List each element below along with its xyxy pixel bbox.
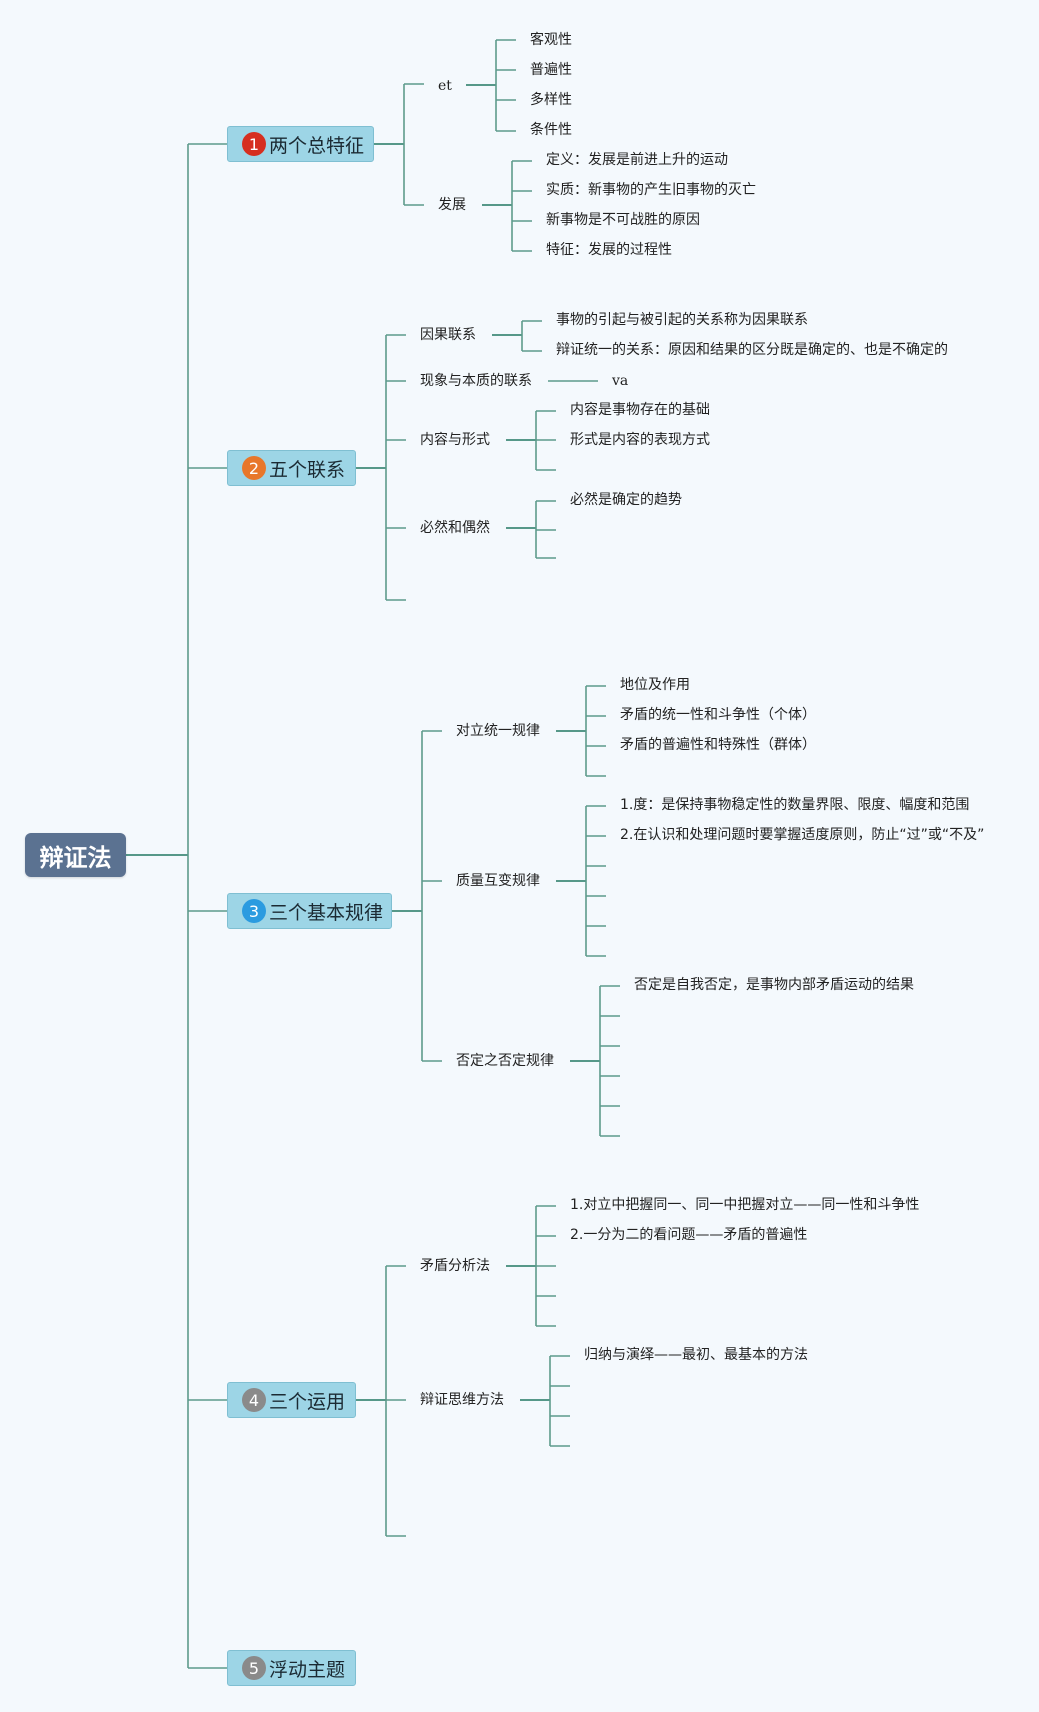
subtopic-negation-of-negation[interactable]: 否定之否定规律: [456, 1053, 554, 1069]
root-label: 辩证法: [39, 843, 112, 872]
topic-two-features[interactable]: 1 两个总特征: [227, 126, 374, 162]
leaf-item[interactable]: 定义：发展是前进上升的运动: [546, 152, 728, 168]
leaf-item[interactable]: 客观性: [530, 32, 572, 48]
leaf-item[interactable]: 新事物是不可战胜的原因: [546, 212, 700, 228]
number-badge-icon: 3: [242, 899, 266, 923]
leaf-item[interactable]: 2.一分为二的看问题——矛盾的普遍性: [570, 1227, 808, 1243]
leaf-item[interactable]: 特征：发展的过程性: [546, 242, 672, 258]
leaf-item[interactable]: 矛盾的普遍性和特殊性（群体）: [620, 737, 816, 753]
topic-label: 三个运用: [269, 1390, 346, 1413]
topic-label: 两个总特征: [269, 134, 365, 157]
subtopic-et[interactable]: et: [438, 78, 452, 94]
leaf-item[interactable]: va: [612, 373, 629, 389]
number-badge-icon: 1: [242, 132, 266, 156]
number-badge-icon: 5: [242, 1656, 266, 1680]
subtopic-dialectical-thinking[interactable]: 辩证思维方法: [420, 1392, 504, 1408]
topic-label: 浮动主题: [269, 1658, 346, 1681]
leaf-item[interactable]: 地位及作用: [620, 677, 690, 693]
subtopic-unity-of-opposites[interactable]: 对立统一规律: [456, 723, 540, 739]
leaf-item[interactable]: 1.度：是保持事物稳定性的数量界限、限度、幅度和范围: [620, 797, 970, 813]
leaf-item[interactable]: 形式是内容的表现方式: [570, 432, 710, 448]
subtopic-phenomenon-essence[interactable]: 现象与本质的联系: [420, 373, 532, 389]
topic-three-laws[interactable]: 3 三个基本规律: [227, 893, 392, 929]
topic-label: 三个基本规律: [269, 901, 384, 924]
leaf-item[interactable]: 辩证统一的关系：原因和结果的区分既是确定的、也是不确定的: [556, 342, 948, 358]
subtopic-contradiction-analysis[interactable]: 矛盾分析法: [420, 1258, 490, 1274]
leaf-item[interactable]: 实质：新事物的产生旧事物的灭亡: [546, 182, 756, 198]
leaf-item[interactable]: 否定是自我否定，是事物内部矛盾运动的结果: [634, 977, 914, 993]
leaf-item[interactable]: 矛盾的统一性和斗争性（个体）: [620, 707, 816, 723]
subtopic-causality[interactable]: 因果联系: [420, 327, 476, 343]
leaf-item[interactable]: 2.在认识和处理问题时要掌握适度原则，防止“过”或“不及”: [620, 827, 985, 843]
leaf-item[interactable]: 内容是事物存在的基础: [570, 402, 710, 418]
number-badge-icon: 4: [242, 1388, 266, 1412]
subtopic-development[interactable]: 发展: [438, 197, 466, 213]
subtopic-content-form[interactable]: 内容与形式: [420, 432, 490, 448]
leaf-item[interactable]: 条件性: [530, 122, 572, 138]
leaf-item[interactable]: 事物的引起与被引起的关系称为因果联系: [556, 312, 808, 328]
leaf-item[interactable]: 多样性: [530, 92, 572, 108]
topic-three-applications[interactable]: 4 三个运用: [227, 1382, 356, 1418]
leaf-item[interactable]: 普遍性: [530, 62, 572, 78]
topic-five-connections[interactable]: 2 五个联系: [227, 450, 356, 486]
topic-floating[interactable]: 5 浮动主题: [227, 1650, 356, 1686]
number-badge-icon: 2: [242, 456, 266, 480]
subtopic-quantity-quality[interactable]: 质量互变规律: [456, 873, 540, 889]
root-topic[interactable]: 辩证法: [25, 833, 126, 877]
topic-label: 五个联系: [269, 458, 346, 481]
subtopic-necessity-chance[interactable]: 必然和偶然: [420, 520, 490, 536]
leaf-item[interactable]: 必然是确定的趋势: [570, 492, 682, 508]
leaf-item[interactable]: 1.对立中把握同一、同一中把握对立——同一性和斗争性: [570, 1197, 920, 1213]
leaf-item[interactable]: 归纳与演绎——最初、最基本的方法: [584, 1347, 808, 1363]
